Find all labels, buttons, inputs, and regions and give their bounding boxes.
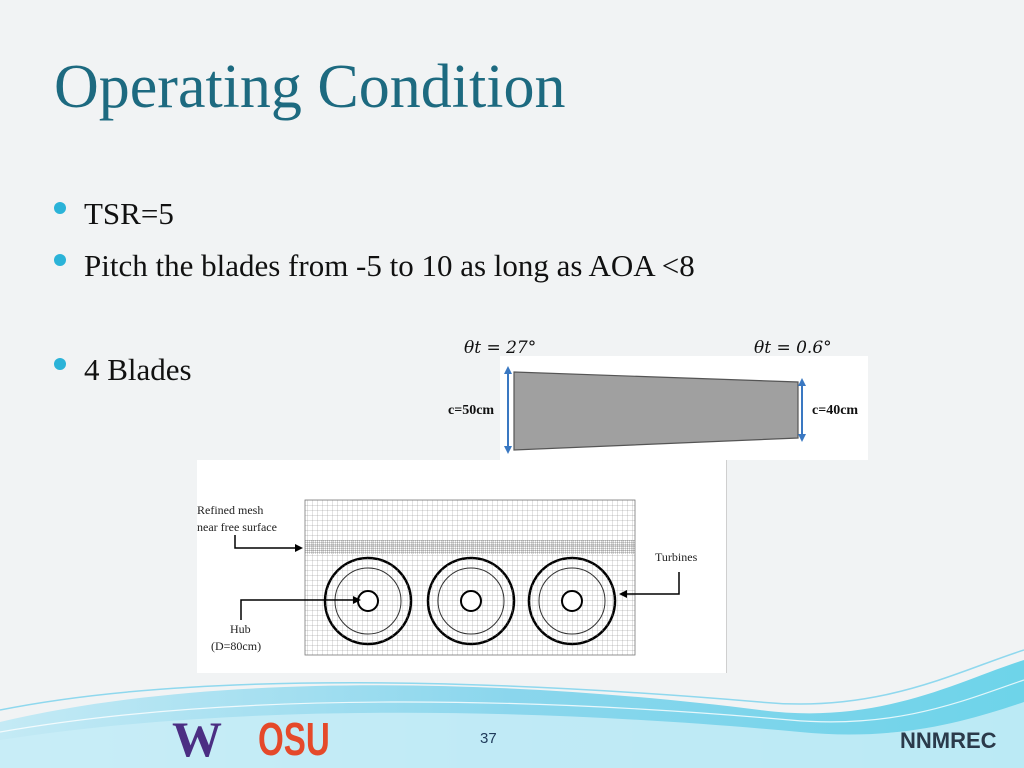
blade-shape bbox=[504, 366, 806, 454]
hub-arrow bbox=[240, 599, 355, 620]
refined-mesh-arrow bbox=[234, 535, 295, 549]
arrow-head-icon bbox=[619, 590, 627, 598]
refined-mesh-band bbox=[305, 540, 635, 554]
bullet-dot-icon bbox=[54, 202, 66, 214]
theta-root-label: θt = 27° bbox=[464, 338, 537, 358]
arrow-head-icon bbox=[504, 446, 512, 454]
page-number: 37 bbox=[480, 730, 497, 747]
turbines-arrow bbox=[625, 572, 680, 595]
blade-planform-figure: θt = 27° θt = 0.6° c=50cm c=40cm bbox=[448, 338, 868, 460]
refined-mesh-label-line1: Refined mesh bbox=[197, 503, 264, 517]
bullet-pitch: Pitch the blades from -5 to 10 as long a… bbox=[54, 248, 695, 284]
hub-label-line2: (D=80cm) bbox=[211, 639, 262, 653]
bullet-text: Pitch the blades from -5 to 10 as long a… bbox=[84, 248, 695, 283]
arrow-head-icon bbox=[295, 544, 303, 552]
theta-tip-label: θt = 0.6° bbox=[754, 338, 832, 358]
arrow-head-icon bbox=[504, 366, 512, 374]
bullet-text: TSR=5 bbox=[84, 196, 174, 231]
mesh-drawing bbox=[234, 499, 680, 656]
refined-mesh-label-line2: near free surface bbox=[197, 520, 277, 534]
bullet-dot-icon bbox=[54, 358, 66, 370]
bullet-tsr: TSR=5 bbox=[54, 196, 174, 232]
uw-logo: W bbox=[172, 711, 222, 767]
turbines-label: Turbines bbox=[655, 550, 698, 564]
bullet-text: 4 Blades bbox=[84, 352, 192, 387]
turbine-1 bbox=[323, 556, 413, 646]
mesh-figure: Refined mesh near free surface Turbines … bbox=[197, 460, 727, 673]
blade-polygon bbox=[513, 371, 799, 451]
arrow-head-icon bbox=[353, 596, 361, 604]
arrow-head-icon bbox=[798, 434, 806, 442]
turbine-2 bbox=[426, 556, 516, 646]
arrow-head-icon bbox=[798, 378, 806, 386]
chord-tip-label: c=40cm bbox=[812, 403, 859, 418]
bullet-blades: 4 Blades bbox=[54, 352, 192, 388]
slide-title: Operating Condition bbox=[54, 53, 566, 121]
hub-label-line1: Hub bbox=[230, 622, 251, 636]
footer-wave-decoration bbox=[0, 649, 1024, 768]
org-name: NNMREC bbox=[900, 728, 997, 753]
chord-root-label: c=50cm bbox=[448, 403, 495, 418]
bullet-dot-icon bbox=[54, 254, 66, 266]
osu-logo: OSU bbox=[258, 713, 330, 765]
turbine-3 bbox=[527, 556, 617, 646]
